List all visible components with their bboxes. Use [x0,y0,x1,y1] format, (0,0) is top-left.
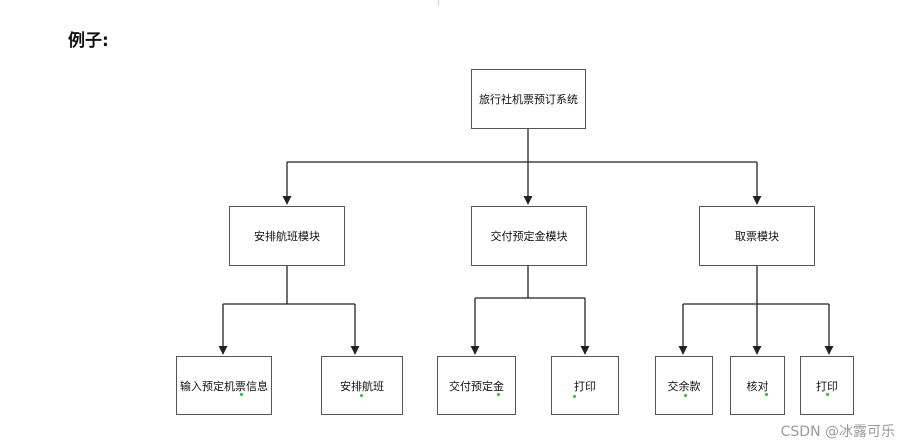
highlight-dot [573,395,576,398]
leaf-node-balance: 交余款 [655,356,713,415]
leaf-node-verify: 核对 [730,356,785,415]
watermark: CSDN @冰露可乐 [780,424,895,440]
module-node-deposit: 交付预定金模块 [471,206,587,266]
highlight-dot [826,393,829,396]
leaf-node-deposit: 交付预定金 [437,356,516,415]
leaf-node-print-1: 打印 [551,356,619,415]
highlight-dot [684,394,687,397]
module-node-schedule: 安排航班模块 [229,206,345,266]
leaf-node-input-info: 输入预定机票信息 [176,356,272,415]
highlight-dot [240,393,243,396]
highlight-dot [360,394,363,397]
highlight-dot [497,393,500,396]
module-node-ticket: 取票模块 [699,206,815,266]
highlight-dot [765,393,768,396]
leaf-node-schedule: 安排航班 [321,356,403,415]
top-divider [438,0,439,6]
heading: 例子: [68,31,109,51]
leaf-node-print-2: 打印 [800,356,854,415]
root-node: 旅行社机票预订系统 [471,69,586,129]
